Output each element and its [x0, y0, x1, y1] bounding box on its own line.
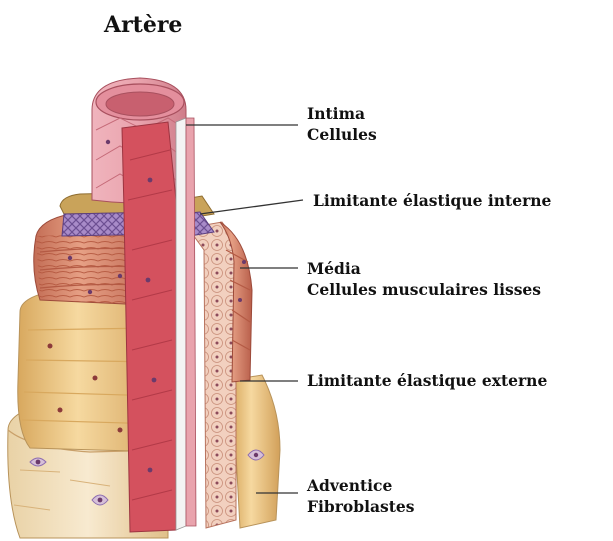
diagram-title: Artère — [104, 12, 182, 38]
label-intima-cells: Cellules — [307, 124, 377, 145]
label-adventice-cells: Fibroblastes — [307, 496, 414, 517]
adventice-cut-section — [232, 375, 280, 528]
label-media-cells: Cellules musculaires lisses — [307, 279, 541, 300]
intima-cut-stripe — [122, 118, 196, 532]
label-limitante-externe: Limitante élastique externe — [307, 370, 547, 391]
label-limitante-interne: Limitante élastique interne — [313, 190, 551, 211]
label-limitante-interne-name: Limitante élastique interne — [313, 190, 551, 211]
label-limitante-externe-name: Limitante élastique externe — [307, 370, 547, 391]
label-media: Média Cellules musculaires lisses — [307, 258, 541, 300]
label-intima: Intima Cellules — [307, 103, 377, 145]
label-media-name: Média — [307, 258, 541, 279]
label-adventice-name: Adventice — [307, 475, 414, 496]
label-adventice: Adventice Fibroblastes — [307, 475, 414, 517]
leader-limitante-interne — [200, 200, 303, 214]
label-intima-name: Intima — [307, 103, 377, 124]
